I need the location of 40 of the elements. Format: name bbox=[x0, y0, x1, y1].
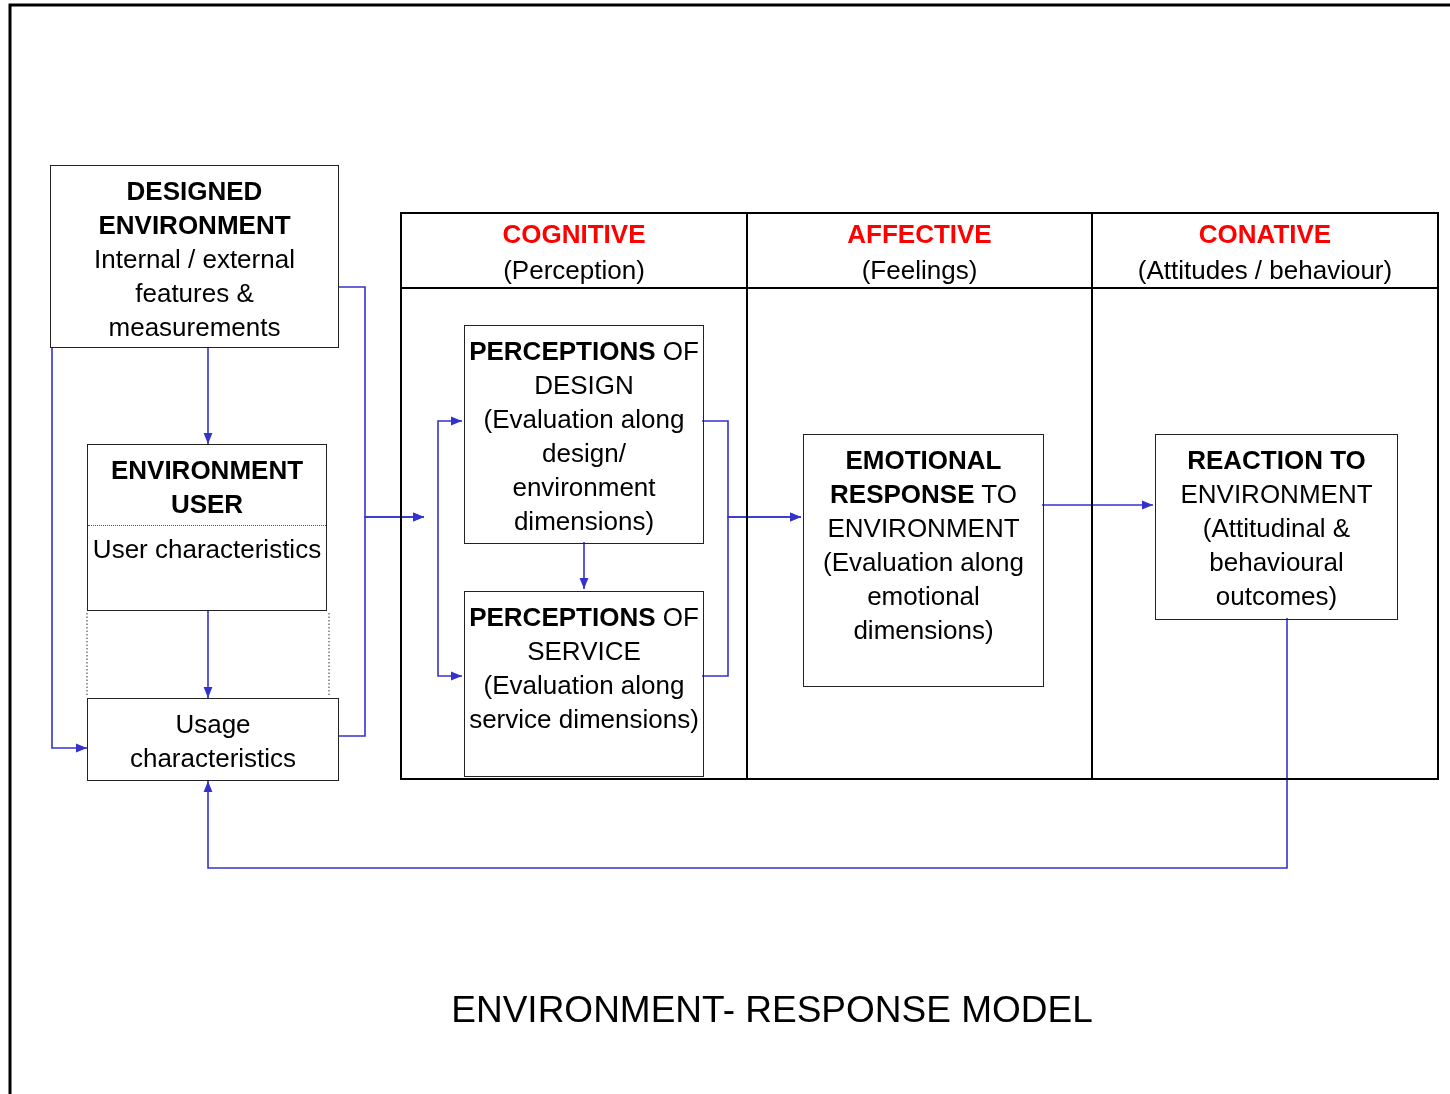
column-heading: CONATIVE bbox=[1197, 218, 1333, 251]
process-box bbox=[50, 165, 339, 348]
arrow bbox=[51, 347, 88, 753]
arrow bbox=[338, 512, 425, 737]
box-text: (Evaluation along design/ environment dimensions) bbox=[482, 403, 686, 538]
column-panel bbox=[746, 212, 1093, 780]
column-panel bbox=[1091, 212, 1439, 780]
arrow bbox=[579, 541, 589, 590]
process-box bbox=[803, 434, 1044, 687]
box-text: Usage characteristics bbox=[128, 708, 298, 775]
arrow bbox=[203, 610, 213, 699]
box-heading: PERCEPTIONS OF DESIGN bbox=[468, 335, 700, 402]
column-heading: AFFECTIVE bbox=[846, 218, 993, 251]
process-box bbox=[87, 444, 327, 611]
box-text: (Evaluation along service dimensions) bbox=[468, 669, 700, 736]
arrow bbox=[1041, 500, 1154, 510]
arrow bbox=[203, 347, 213, 445]
box-heading: REACTION TO ENVIRONMENT bbox=[1179, 444, 1374, 511]
box-text: (Attitudinal & behavioural outcomes) bbox=[1201, 512, 1352, 613]
arrow bbox=[203, 617, 1288, 869]
box-heading: DESIGNED ENVIRONMENT bbox=[97, 175, 292, 242]
process-box bbox=[464, 325, 704, 544]
box-text: User characteristics bbox=[91, 533, 323, 566]
process-box bbox=[464, 591, 704, 777]
process-box bbox=[87, 698, 339, 781]
process-box bbox=[1155, 434, 1398, 620]
box-heading: PERCEPTIONS OF SERVICE bbox=[468, 601, 700, 668]
box-heading: ENVIRONMENT USER bbox=[88, 453, 326, 526]
arrow bbox=[701, 512, 802, 677]
arrow bbox=[437, 516, 463, 681]
column-subheading: (Perception) bbox=[502, 254, 646, 287]
box-heading: EMOTIONAL RESPONSE TO ENVIRONMENT bbox=[826, 444, 1021, 545]
box-text: Internal / external features & measurements bbox=[93, 243, 296, 344]
arrow bbox=[437, 416, 463, 518]
column-panel bbox=[400, 212, 748, 780]
column-subheading: (Attitudes / behaviour) bbox=[1136, 254, 1394, 287]
column-subheading: (Feelings) bbox=[860, 254, 979, 287]
box-text: (Evaluation along emotional dimensions) bbox=[822, 546, 1025, 647]
column-heading: COGNITIVE bbox=[501, 218, 647, 251]
diagram-caption: ENVIRONMENT- RESPONSE MODEL bbox=[450, 988, 1094, 1032]
